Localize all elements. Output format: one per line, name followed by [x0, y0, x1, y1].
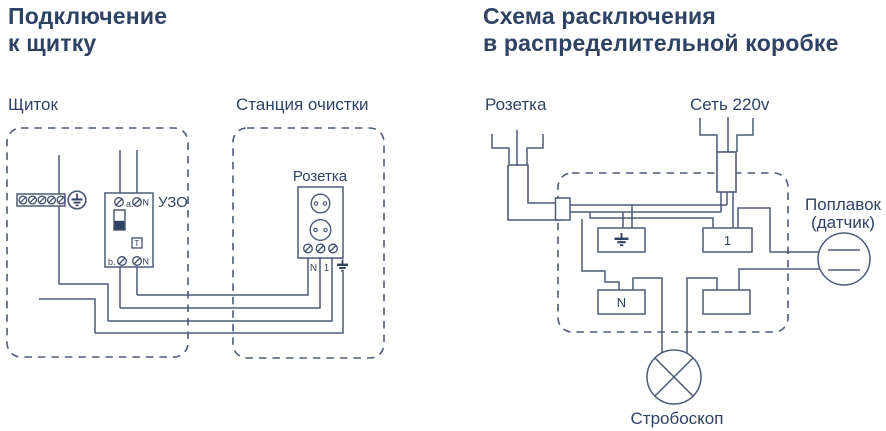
- station-socket-label: Розетка: [293, 168, 348, 185]
- right-title-line2: в распределительной коробке: [483, 30, 839, 56]
- float-sensor: [817, 232, 871, 286]
- socket-outlet-bottom: [309, 218, 332, 241]
- rcd-switch: [113, 209, 126, 231]
- rcd-terminal-a: a.: [126, 199, 134, 209]
- earth-circle-icon: [67, 190, 87, 210]
- float-label-line1: Поплавок: [805, 195, 882, 214]
- strobe-label: Стробоскоп: [631, 409, 724, 428]
- socket-cable: [507, 164, 571, 221]
- socket-1-label: 1: [324, 263, 330, 274]
- rcd-label: УЗО: [158, 194, 188, 211]
- plug-label: Розетка: [485, 95, 547, 114]
- left-diagram: Подключение к щитку Щиток Станция очистк…: [6, 3, 385, 359]
- mains-plug: [699, 117, 754, 152]
- distribution-dashed-box: [557, 172, 789, 333]
- socket-box: [297, 186, 344, 259]
- ground-junction-icon: [614, 233, 629, 247]
- panel-wires: [39, 150, 344, 334]
- neutral-junction-label: N: [617, 295, 626, 310]
- test-button-label: T: [134, 239, 139, 248]
- terminal-block: [16, 193, 66, 207]
- panel-dashed-box: [6, 127, 189, 358]
- panel-label: Щиток: [8, 95, 58, 114]
- line-junction-box: 1: [702, 227, 753, 253]
- socket-ground-icon: [337, 259, 348, 272]
- socket-plug: [491, 130, 544, 166]
- mains-label: Сеть 220v: [690, 95, 770, 114]
- socket-screws: [303, 243, 338, 254]
- float-junction-box: [702, 289, 751, 315]
- rcd-box: a. N T b. N: [104, 192, 154, 268]
- line-junction-label: 1: [724, 233, 731, 248]
- rcd-terminal-ntop: N: [143, 198, 150, 208]
- socket-n-label: N: [310, 263, 317, 274]
- left-title-line2: к щитку: [8, 30, 96, 56]
- station-label: Станция очистки: [236, 95, 369, 114]
- left-title-line1: Подключение: [8, 3, 167, 29]
- float-label-line2: (датчик): [811, 213, 875, 232]
- mains-cable: [716, 151, 737, 193]
- socket-outlet-top: [310, 193, 331, 214]
- test-button: T: [131, 237, 143, 249]
- socket-cable-end: [554, 197, 571, 221]
- station-dashed-box: [232, 127, 385, 359]
- rcd-terminal-nbottom: N: [143, 257, 150, 267]
- neutral-junction-box: N: [597, 289, 646, 315]
- right-diagram: Схема расключения в распределительной ко…: [483, 3, 882, 428]
- right-title-line1: Схема расключения: [483, 3, 716, 29]
- distribution-wires: [570, 192, 820, 353]
- terminal-screws: [18, 195, 66, 205]
- strobe-lamp: [646, 349, 702, 405]
- ground-junction-box: [597, 227, 646, 253]
- rcd-terminal-b: b.: [108, 257, 116, 267]
